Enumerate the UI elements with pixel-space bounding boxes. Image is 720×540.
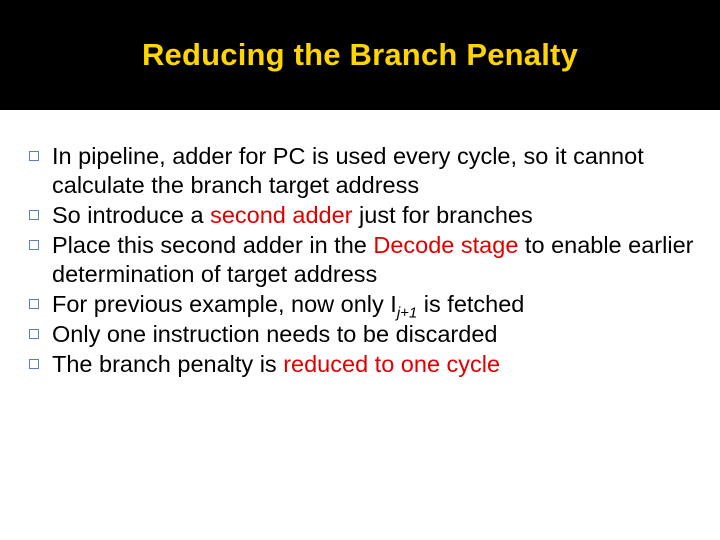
highlighted-text: Decode stage [373,232,519,258]
list-item: Only one instruction needs to be discard… [26,320,694,349]
list-item: In pipeline, adder for PC is used every … [26,142,694,200]
bullet-text: In pipeline, adder for PC is used every … [52,143,644,198]
bullet-list: In pipeline, adder for PC is used every … [26,142,694,379]
square-bullet-icon [29,329,39,339]
bullet-text: Place this second adder in the [52,232,374,258]
bullet-text: For previous example, now only I [52,291,397,317]
square-bullet-icon [29,240,39,250]
highlighted-text: second adder [210,202,353,228]
title-band [0,0,720,110]
highlighted-text: reduced to one cycle [283,351,501,377]
bullet-text: is fetched [417,291,525,317]
bullet-text: The branch penalty is [52,351,284,377]
square-bullet-icon [29,151,39,161]
square-bullet-icon [29,210,39,220]
bullet-text: So introduce a [52,202,211,228]
subscript-text: j+1 [396,304,418,322]
list-item: Place this second adder in the Decode st… [26,231,694,289]
bullet-text: Only one instruction needs to be discard… [52,321,498,347]
bullet-text: to enable earlier determination of targe… [52,232,694,287]
slide-body: In pipeline, adder for PC is used every … [0,110,720,540]
list-item: The branch penalty is reduced to one cyc… [26,350,694,379]
bullet-text: just for branches [352,202,533,228]
square-bullet-icon [29,359,39,369]
square-bullet-icon [29,299,39,309]
list-item: So introduce a second adder just for bra… [26,201,694,230]
list-item: For previous example, now only Ij+1 is f… [26,290,694,322]
page-title: Reducing the Branch Penalty [141,37,579,72]
